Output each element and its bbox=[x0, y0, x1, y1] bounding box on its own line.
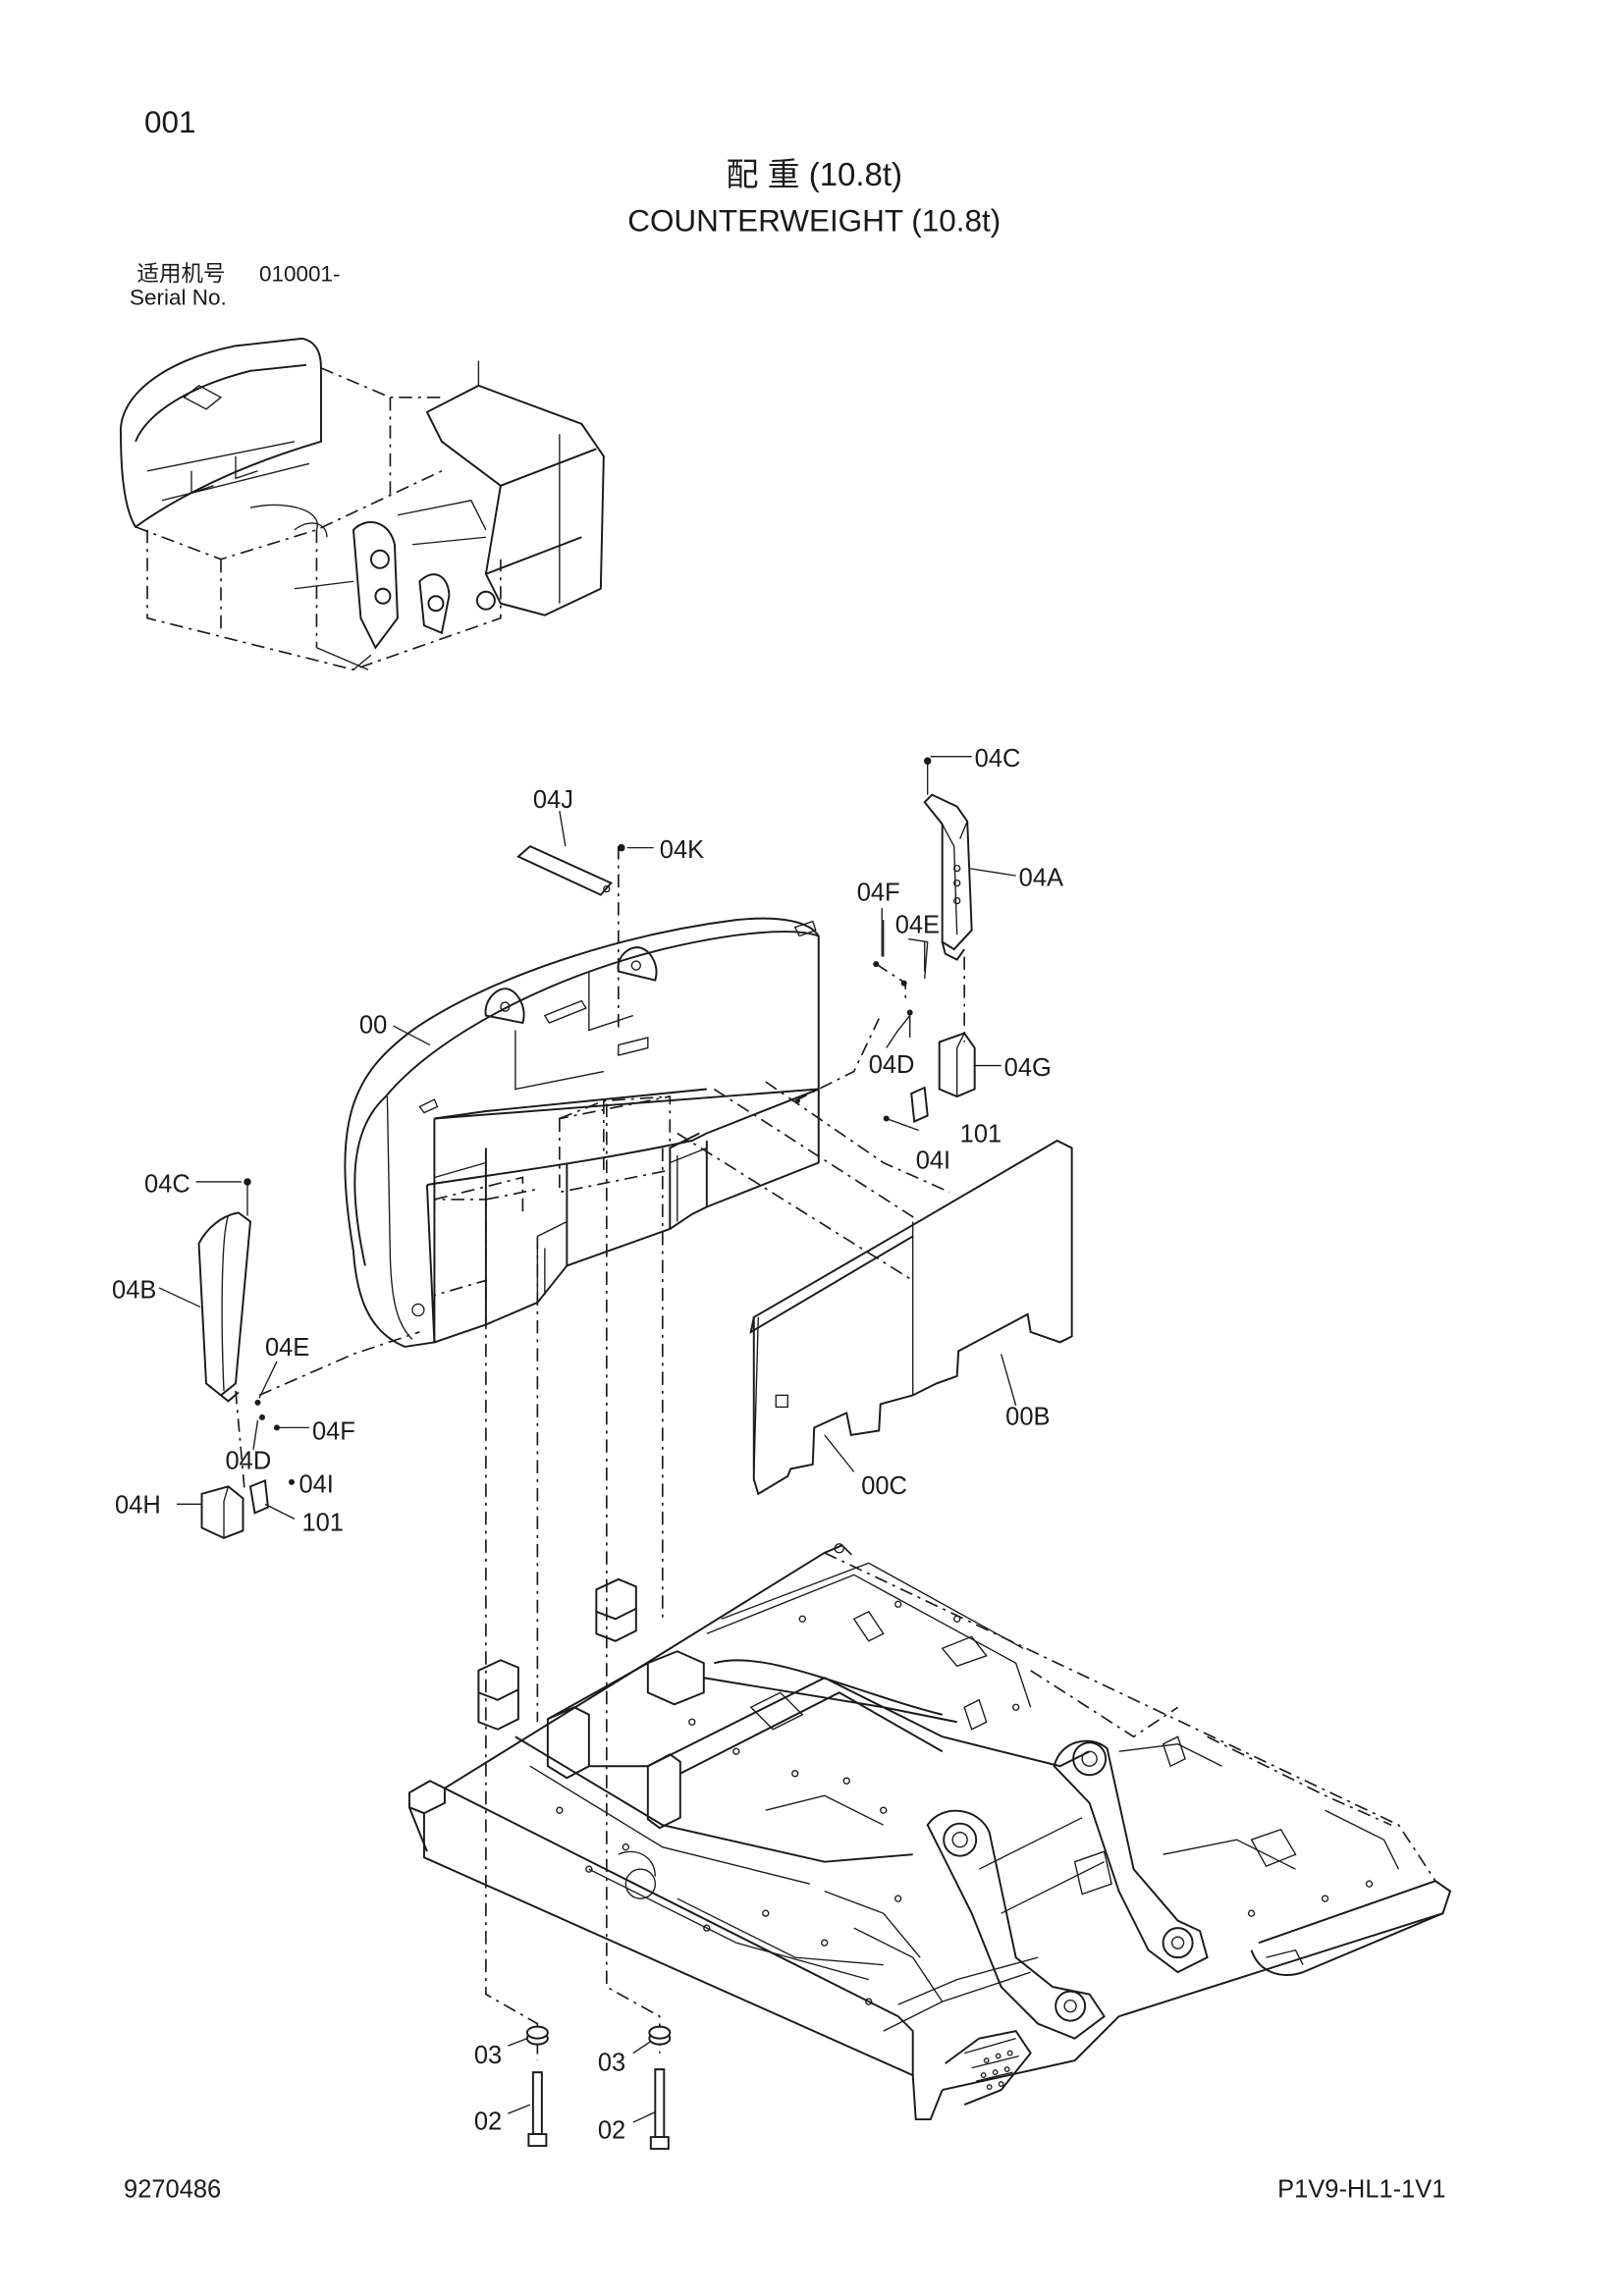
callout-04K: 04K bbox=[660, 836, 704, 864]
callout-04J: 04J bbox=[533, 786, 573, 814]
callout-00B: 00B bbox=[1005, 1403, 1050, 1430]
assembly-centerlines bbox=[485, 1103, 664, 2061]
callout-03-a: 03 bbox=[474, 2042, 502, 2069]
title-chinese: 配 重 (10.8t) bbox=[726, 156, 902, 192]
callout-labels: 00 00B 00C 04A 04B 04C 04C 04D 04D 04E 0… bbox=[112, 745, 1063, 2144]
page-number: 001 bbox=[144, 105, 196, 139]
plate-04J-group bbox=[516, 843, 625, 1031]
callout-03-b: 03 bbox=[598, 2050, 625, 2077]
overview-illustration bbox=[120, 337, 605, 671]
serial-number: 010001- bbox=[259, 261, 341, 286]
serial-label-english: Serial No. bbox=[130, 285, 227, 309]
callout-leaders bbox=[158, 755, 1017, 2123]
callout-04F-right: 04F bbox=[857, 880, 900, 907]
title-english: COUNTERWEIGHT (10.8t) bbox=[627, 203, 1001, 238]
callout-04D-right: 04D bbox=[869, 1051, 915, 1079]
callout-04C-left: 04C bbox=[144, 1170, 190, 1198]
counterweight-body bbox=[344, 917, 820, 1348]
callout-04C-top: 04C bbox=[975, 745, 1021, 773]
bracket-right-group bbox=[794, 757, 976, 1132]
callout-04A: 04A bbox=[1019, 865, 1063, 892]
serial-label-chinese: 适用机号 bbox=[137, 261, 226, 286]
callout-00: 00 bbox=[359, 1012, 387, 1040]
callout-04I-right: 04I bbox=[916, 1147, 950, 1174]
callout-00C: 00C bbox=[861, 1472, 907, 1500]
callout-04H: 04H bbox=[115, 1491, 161, 1519]
callout-04G: 04G bbox=[1004, 1054, 1052, 1082]
bolts-and-washers bbox=[525, 2025, 672, 2151]
main-frame bbox=[407, 1543, 1452, 2121]
callout-04F-left: 04F bbox=[312, 1417, 355, 1445]
callout-04E-right: 04E bbox=[895, 912, 940, 939]
callout-04E-left: 04E bbox=[265, 1334, 309, 1362]
callout-04I-left: 04I bbox=[298, 1470, 333, 1498]
callout-02-b: 02 bbox=[598, 2117, 625, 2145]
bottom-covers bbox=[677, 1081, 1073, 1496]
callout-101-right: 101 bbox=[960, 1121, 1002, 1148]
reference-code: P1V9-HL1-1V1 bbox=[1277, 2176, 1445, 2204]
callout-02-a: 02 bbox=[474, 2109, 502, 2136]
callout-04B: 04B bbox=[112, 1276, 156, 1304]
callout-101-left: 101 bbox=[301, 1509, 343, 1536]
callout-04D-left: 04D bbox=[226, 1447, 272, 1474]
bracket-left-group bbox=[197, 1178, 420, 1539]
document-number: 9270486 bbox=[124, 2176, 221, 2204]
